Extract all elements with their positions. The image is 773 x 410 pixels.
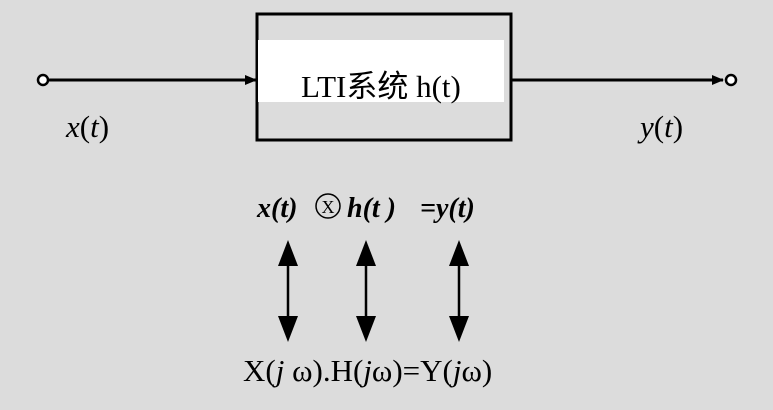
input-terminal	[36, 73, 50, 87]
transform-arrow-y	[449, 240, 469, 342]
output-terminal	[724, 73, 738, 87]
output-signal-label: y(t)	[637, 109, 683, 144]
transform-arrow-x	[278, 240, 298, 342]
transform-arrow-h	[356, 240, 376, 342]
system-box-label-bg	[258, 40, 504, 102]
system-box-outline	[255, 12, 513, 142]
input-signal-label: x(t)	[65, 109, 109, 144]
system-box-label: LTI系统 h(t)	[301, 69, 461, 104]
convolution-operator-symbol: X	[322, 197, 335, 217]
convolution-operator	[315, 193, 341, 219]
time-h-term: h(t )	[347, 193, 396, 224]
freq-domain-equation: X(j ω).H(jω)=Y(jω)	[243, 353, 492, 388]
time-y-term: =y(t)	[420, 193, 475, 224]
time-x-term: x(t)	[256, 193, 297, 224]
